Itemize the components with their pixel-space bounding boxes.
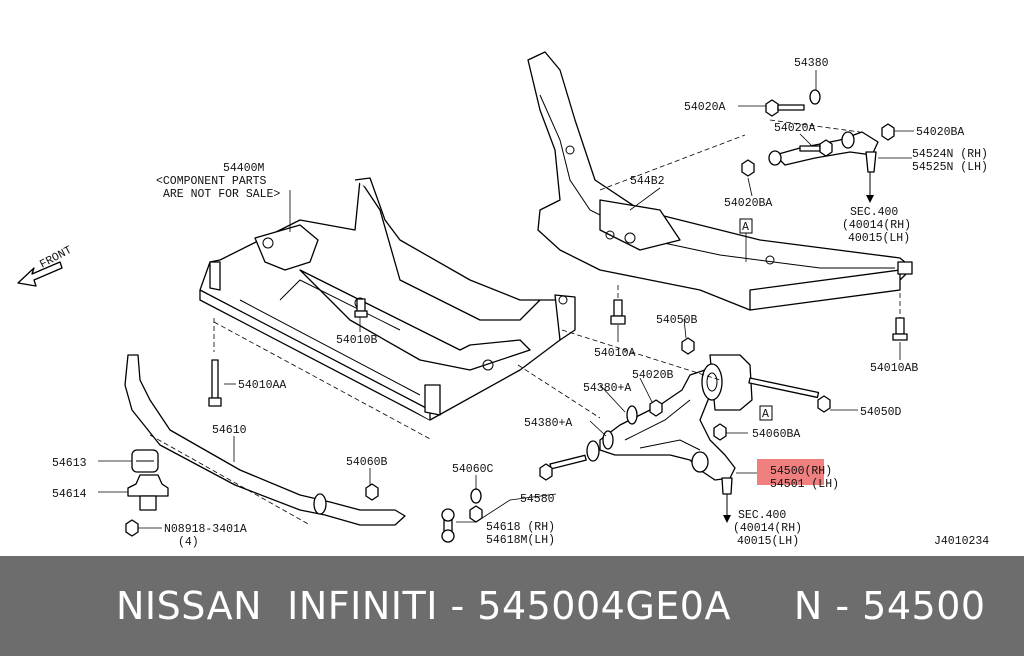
bolt-54010b-icon (354, 298, 368, 318)
nut-08918-icon (125, 519, 139, 537)
label-54501: 54501 (LH) (770, 478, 839, 491)
label-40015-top: 40015(LH) (848, 232, 910, 245)
label-54060b: 54060B (346, 456, 388, 469)
washer-54380-icon (539, 399, 663, 481)
front-subframe-icon (199, 177, 576, 421)
label-54020b: 54020B (632, 369, 674, 382)
label-54610: 54610 (212, 424, 247, 437)
label-54010b: 54010B (336, 334, 378, 347)
clamp-54614-icon (127, 474, 169, 511)
label-54524n: 54524N (RH) (912, 148, 988, 161)
front-arrow-icon (17, 261, 63, 287)
box-marker-top: A (742, 221, 749, 234)
stabilizer-link-icon (365, 483, 483, 543)
label-54525n: 54525N (LH) (912, 161, 988, 174)
highlight-54500 (757, 459, 824, 485)
label-sec400-bottom: SEC.400 (738, 509, 786, 522)
label-54020ba-lower: 54020BA (724, 197, 772, 210)
side-member-icon (527, 51, 913, 311)
label-54580: 54580 (520, 493, 555, 506)
label-54614: 54614 (52, 488, 87, 501)
part-number-banner: NISSAN INFINITI - 545004GE0A N - 54500 (0, 556, 1024, 656)
label-sec400-top: SEC.400 (850, 206, 898, 219)
bushing-54050-icon (681, 337, 831, 413)
parts-diagram-svg: FRONT (17, 51, 989, 549)
label-08918: N08918-3401A (164, 523, 247, 536)
bolt-54010aa-icon (208, 359, 222, 407)
stabilizer-bar-icon (124, 354, 406, 526)
label-544b2: 544B2 (630, 175, 665, 188)
lower-control-arm-icon (599, 369, 736, 523)
label-54020a-upper: 54020A (684, 101, 726, 114)
label-qty-4: (4) (178, 536, 199, 549)
label-40014-top: (40014(RH) (842, 219, 911, 232)
label-54400m: 54400M (223, 162, 265, 175)
label-54618: 54618 (RH) (486, 521, 555, 534)
label-component-parts-1: <COMPONENT PARTS (156, 175, 267, 188)
label-54060ba: 54060BA (752, 428, 800, 441)
label-54010ab: 54010AB (870, 362, 918, 375)
label-54060c: 54060C (452, 463, 494, 476)
bolt-54010ab-icon (892, 317, 908, 341)
label-54010a: 54010A (594, 347, 636, 360)
label-54380a-lower: 54380+A (524, 417, 572, 430)
nut-54060ba-icon (713, 423, 727, 441)
bolt-54020a-icon (765, 89, 833, 157)
label-54618m: 54618M(LH) (486, 534, 555, 547)
label-54380a-upper: 54380+A (583, 382, 631, 395)
bushing-54613-icon (131, 449, 159, 473)
label-54010aa: 54010AA (238, 379, 286, 392)
label-40014-bottom: (40014(RH) (733, 522, 802, 535)
diagram-ref-code: J4010234 (934, 535, 989, 548)
nut-54020ba-icon (741, 123, 895, 177)
label-54500: 54500(RH) (770, 465, 832, 478)
label-54380: 54380 (794, 57, 829, 70)
box-marker-bottom: A (762, 408, 769, 421)
label-54613: 54613 (52, 457, 87, 470)
banner-text: NISSAN INFINITI - 545004GE0A N - 54500 (116, 584, 986, 628)
label-40015-bottom: 40015(LH) (737, 535, 799, 548)
label-54020ba-right: 54020BA (916, 126, 964, 139)
label-54050b: 54050B (656, 314, 698, 327)
label-54020a-lower: 54020A (774, 122, 816, 135)
label-component-parts-2: ARE NOT FOR SALE> (163, 188, 280, 201)
label-54050d: 54050D (860, 406, 902, 419)
bolt-54010a-icon (610, 299, 626, 325)
parts-diagram: FRONT (17, 51, 990, 549)
